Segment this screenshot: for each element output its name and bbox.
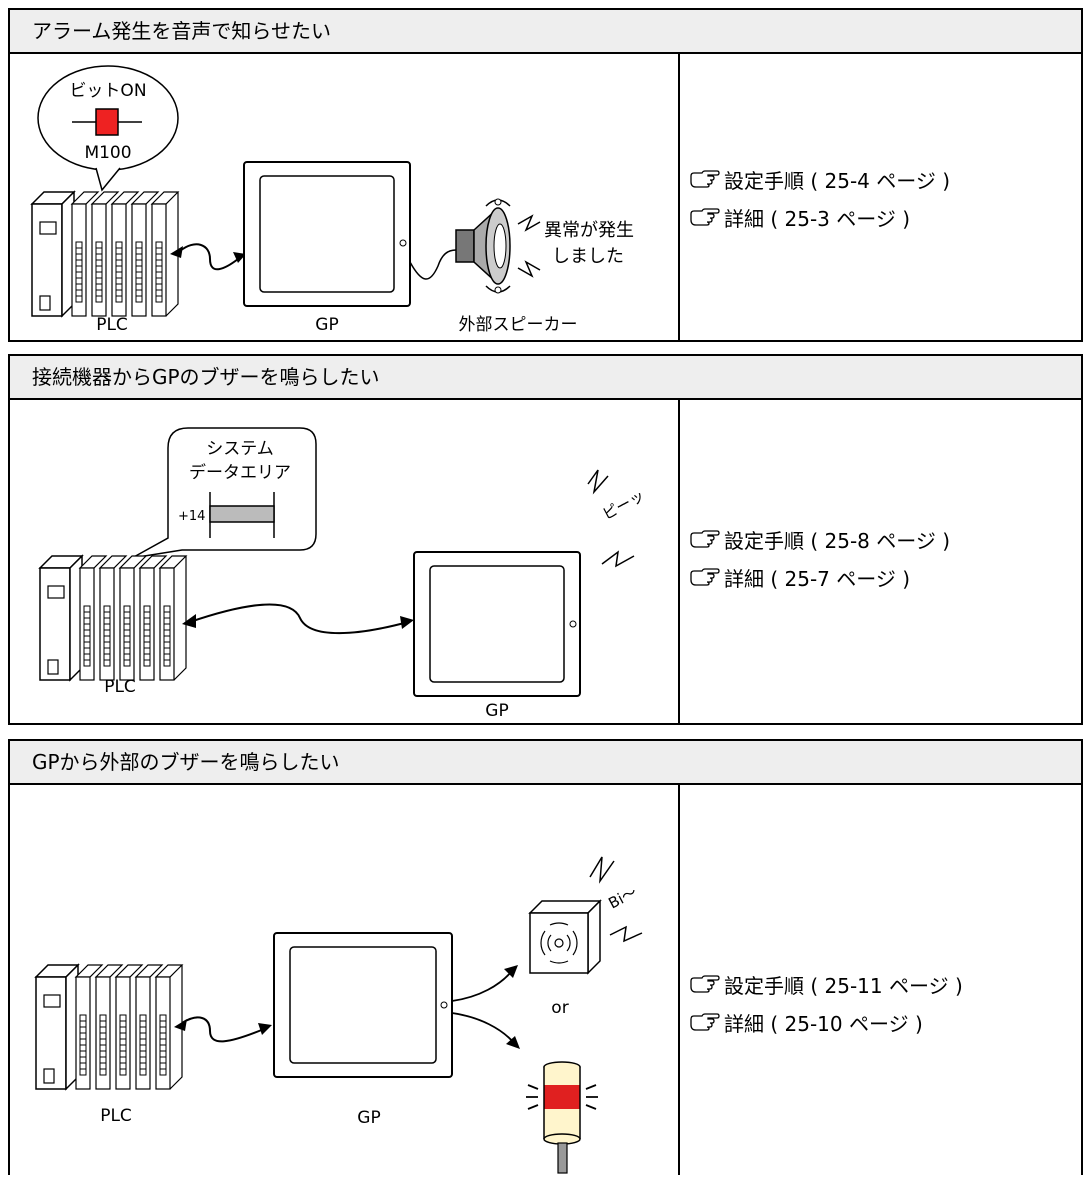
pointing-hand-icon — [690, 170, 720, 188]
bi-label: Bi～ — [605, 883, 639, 913]
pointing-hand-icon — [690, 568, 720, 586]
plc-label: PLC — [96, 315, 128, 335]
reference-link-setup[interactable]: 設定手順 ( 25-8 ページ ) — [690, 524, 950, 554]
gp-label: GP — [485, 701, 508, 721]
buzzer-icon — [528, 899, 602, 975]
reference-link-label: 設定手順 ( 25-11 ページ ) — [724, 973, 963, 998]
panel-gp-buzzer: 接続機器からGPのブザーを鳴らしたい システム データエリア +14 — [8, 354, 1083, 725]
register-offset: +14 — [178, 509, 205, 524]
speaker-label: 外部スピーカー — [459, 315, 578, 335]
panel-title: GPから外部のブザーを鳴らしたい — [32, 750, 340, 774]
column-divider — [678, 54, 680, 340]
gp-label: GP — [315, 315, 338, 335]
or-label: or — [551, 998, 568, 1018]
reference-link-label: 設定手順 ( 25-4 ページ ) — [724, 168, 951, 193]
speaker-cable — [409, 249, 457, 280]
illustration-voice-alarm: ビットON M100 — [30, 65, 634, 335]
communication-cable — [189, 603, 409, 635]
reference-link-details[interactable]: 詳細 ( 25-7 ページ ) — [690, 562, 910, 592]
gp-label: GP — [357, 1108, 380, 1128]
touch-panel-icon — [413, 551, 581, 697]
bit-contact-icon — [95, 108, 119, 136]
beep-label: ピーッ — [599, 487, 647, 524]
bit-on-label: ビットON — [69, 81, 146, 101]
output-arrow-buzzer — [451, 970, 513, 1002]
column-divider — [678, 400, 680, 723]
reference-link-label: 詳細 ( 25-10 ページ ) — [724, 1011, 923, 1036]
panel-external-buzzer: GPから外部のブザーを鳴らしたい — [8, 739, 1083, 1175]
panel-body: システム データエリア +14 — [10, 400, 1081, 723]
reference-link-label: 詳細 ( 25-7 ページ ) — [724, 566, 911, 591]
pointing-hand-icon — [690, 530, 720, 548]
area-title-line1: システム — [206, 439, 274, 459]
bit-address-label: M100 — [84, 143, 131, 163]
sound-wave-icon — [587, 469, 635, 568]
panel-header: GPから外部のブザーを鳴らしたい — [10, 741, 1081, 785]
plc-rack-icon — [34, 963, 184, 1091]
signal-lamp-icon — [526, 1061, 598, 1174]
speaker-icon — [455, 198, 511, 294]
panel-voice-alarm: アラーム発生を音声で知らせたい ビットON M100 — [8, 8, 1083, 342]
reference-link-details[interactable]: 詳細 ( 25-10 ページ ) — [690, 1007, 923, 1037]
output-arrow-lamp — [451, 1012, 515, 1044]
reference-link-label: 詳細 ( 25-3 ページ ) — [724, 206, 911, 231]
alarm-message-line2: しました — [552, 246, 624, 267]
sound-wave-icon — [589, 856, 643, 943]
reference-link-setup[interactable]: 設定手順 ( 25-11 ページ ) — [690, 969, 963, 999]
alarm-message-line1: 異常が発生 — [544, 220, 634, 241]
panel-title: 接続機器からGPのブザーを鳴らしたい — [32, 365, 380, 389]
panel-header: 接続機器からGPのブザーを鳴らしたい — [10, 356, 1081, 400]
communication-cable — [181, 1016, 265, 1043]
pointing-hand-icon — [690, 975, 720, 993]
reference-link-details[interactable]: 詳細 ( 25-3 ページ ) — [690, 202, 910, 232]
plc-rack-icon — [38, 554, 188, 682]
panel-title: アラーム発生を音声で知らせたい — [32, 19, 331, 43]
illustration-gp-buzzer: システム データエリア +14 — [38, 427, 648, 721]
touch-panel-icon — [273, 932, 453, 1078]
panel-body: Bi～ or PLC GP 設定手順 ( 25-11 ページ ) — [10, 785, 1081, 1175]
bit-on-bubble: ビットON M100 — [37, 65, 179, 192]
pointing-hand-icon — [690, 1013, 720, 1031]
panel-header: アラーム発生を音声で知らせたい — [10, 10, 1081, 54]
pointing-hand-icon — [690, 208, 720, 226]
plc-label: PLC — [100, 1106, 132, 1126]
system-data-area-callout: システム データエリア +14 — [131, 427, 317, 559]
column-divider — [678, 785, 680, 1175]
communication-cable — [179, 243, 239, 271]
register-slot — [209, 505, 275, 523]
touch-panel-icon — [243, 161, 411, 307]
area-title-line2: データエリア — [189, 462, 291, 483]
illustration-external-buzzer: Bi～ or PLC GP — [34, 856, 643, 1174]
plc-rack-icon — [30, 190, 180, 318]
reference-link-label: 設定手順 ( 25-8 ページ ) — [724, 528, 951, 553]
panel-body: ビットON M100 — [10, 54, 1081, 340]
sound-wave-icon — [517, 214, 541, 278]
plc-label: PLC — [104, 677, 136, 697]
reference-link-setup[interactable]: 設定手順 ( 25-4 ページ ) — [690, 164, 950, 194]
